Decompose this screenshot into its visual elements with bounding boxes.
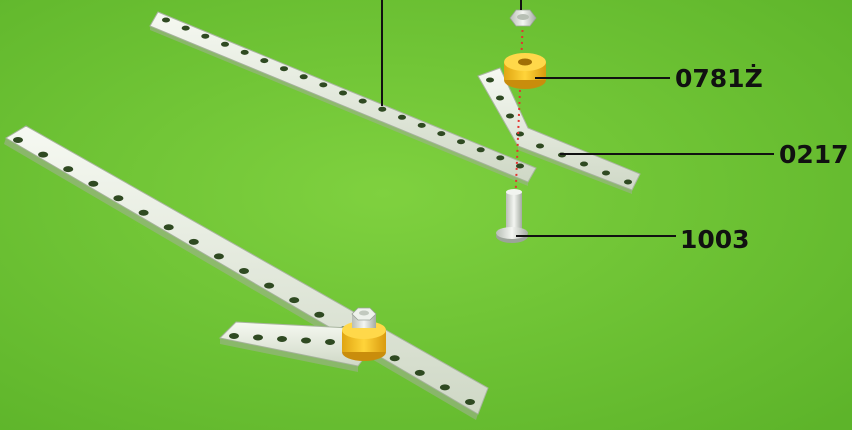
strip-hole bbox=[63, 166, 73, 172]
strip-hole bbox=[162, 18, 170, 23]
strip-hole bbox=[496, 155, 504, 160]
strip-hole bbox=[88, 181, 98, 187]
strip-hole bbox=[164, 224, 174, 230]
strip-hole bbox=[516, 164, 524, 169]
strip-hole bbox=[253, 335, 263, 341]
washer-part-number: 0781Ż bbox=[675, 66, 763, 91]
strip-hole bbox=[536, 144, 544, 149]
strip-hole bbox=[496, 96, 504, 101]
strip-hole bbox=[113, 195, 123, 201]
strip-hole bbox=[264, 283, 274, 289]
strip-hole bbox=[229, 333, 239, 339]
strip-hole bbox=[398, 115, 406, 120]
strip-hole bbox=[277, 336, 287, 342]
strip-hole bbox=[38, 152, 48, 158]
spacer-washer bbox=[504, 53, 546, 89]
strip-hole bbox=[189, 239, 199, 245]
strip-hole bbox=[301, 338, 311, 344]
angle-strip-part-number: 0217 bbox=[779, 142, 849, 167]
strip-hole bbox=[580, 162, 588, 167]
strip-hole bbox=[241, 50, 249, 55]
strip-hole bbox=[465, 399, 475, 405]
strip-hole bbox=[359, 99, 367, 104]
strip-hole bbox=[415, 370, 425, 376]
strip-hole bbox=[457, 139, 465, 144]
strip-hole bbox=[477, 147, 485, 152]
strip-hole bbox=[214, 253, 224, 259]
strip-hole bbox=[319, 82, 327, 87]
strip-hole bbox=[314, 312, 324, 318]
strip-hole bbox=[139, 210, 149, 216]
strip-hole bbox=[339, 91, 347, 96]
strip-hole bbox=[260, 58, 268, 63]
strip-hole bbox=[486, 78, 494, 83]
strip-hole bbox=[602, 171, 610, 176]
strip-hole bbox=[418, 123, 426, 128]
strip-hole bbox=[437, 131, 445, 136]
strip-hole bbox=[440, 384, 450, 390]
strip-hole bbox=[182, 26, 190, 31]
bolt-part-number: 1003 bbox=[680, 227, 750, 252]
strip-hole bbox=[13, 137, 23, 143]
strip-hole bbox=[325, 339, 335, 345]
strip-hole bbox=[624, 180, 632, 185]
strip-hole bbox=[280, 66, 288, 71]
strip-hole bbox=[300, 74, 308, 79]
nut bbox=[510, 10, 536, 26]
strip-hole bbox=[506, 114, 514, 119]
strip-hole bbox=[378, 107, 386, 112]
strip-hole bbox=[390, 355, 400, 361]
strip-hole bbox=[201, 34, 209, 39]
strip-hole bbox=[289, 297, 299, 303]
strip-hole bbox=[221, 42, 229, 47]
strip-hole bbox=[239, 268, 249, 274]
